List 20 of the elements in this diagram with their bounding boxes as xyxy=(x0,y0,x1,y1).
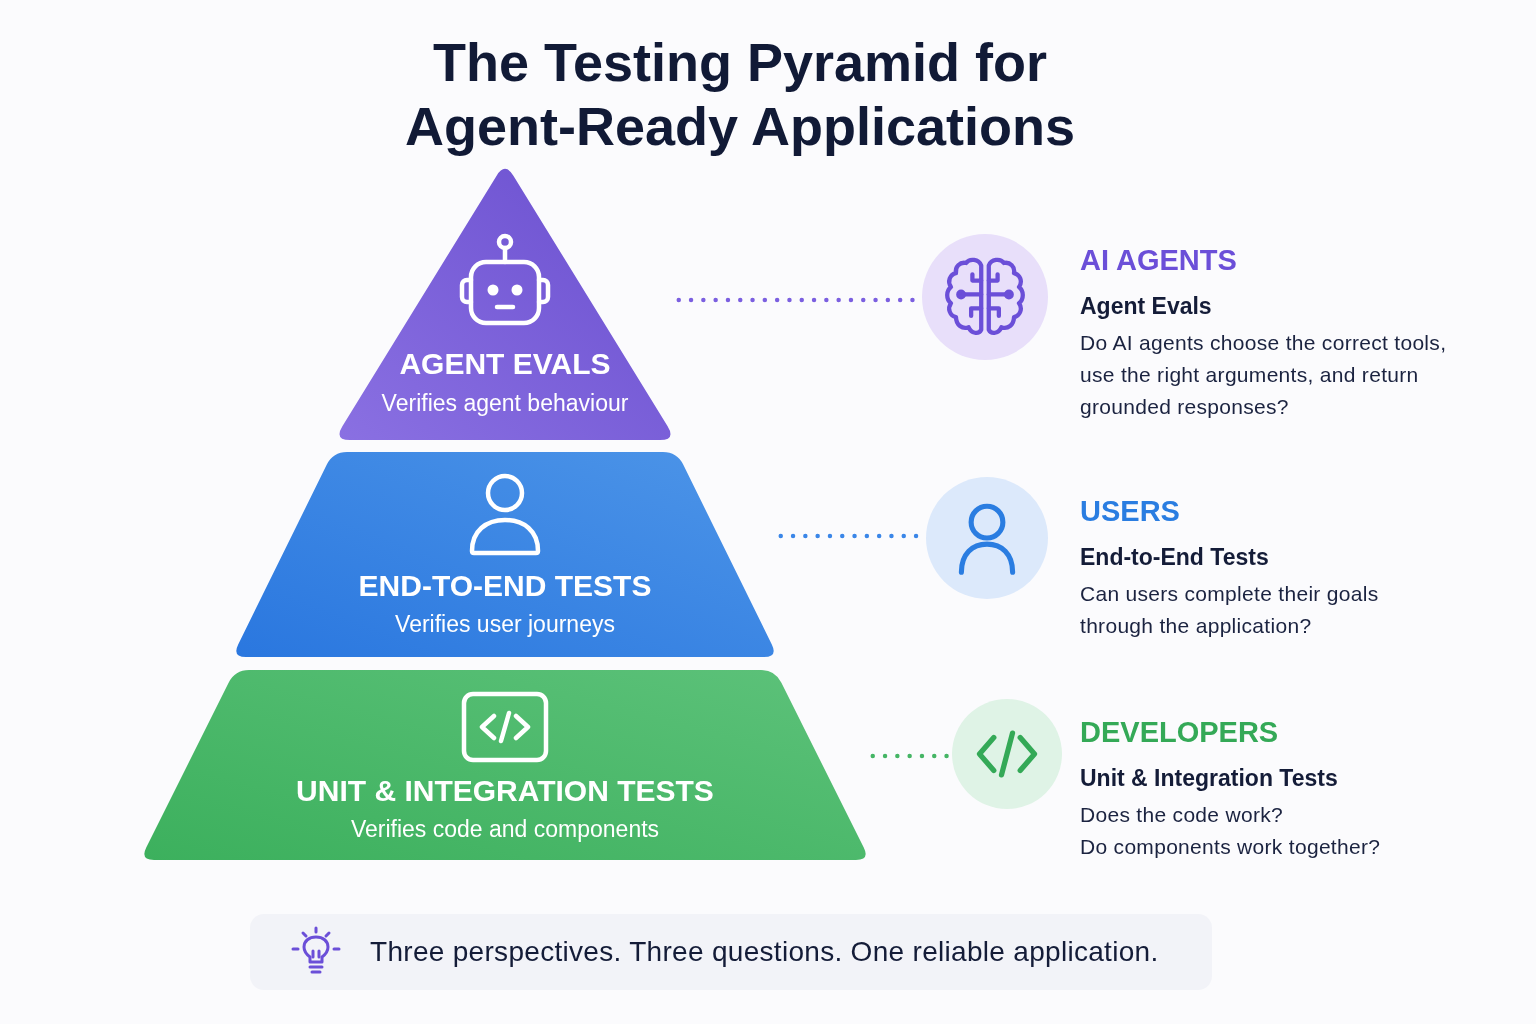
title: The Testing Pyramid for Agent-Ready Applications xyxy=(403,31,1077,158)
tier-title: END-TO-END TESTS xyxy=(358,568,652,604)
test-type-title: End-to-End Tests xyxy=(1080,543,1269,571)
tier-description: Verifies user journeys xyxy=(395,610,615,639)
tier-title: UNIT & INTEGRATION TESTS xyxy=(296,773,714,809)
summary-banner xyxy=(250,914,1212,990)
tagline: Three perspectives. Three questions. One reliable application. xyxy=(370,935,1159,969)
test-type-title: Agent Evals xyxy=(1080,292,1212,320)
question-text: Does the code work? xyxy=(1080,802,1283,828)
question-text: Do components work together? xyxy=(1080,834,1381,860)
tier-description: Verifies code and components xyxy=(350,815,660,844)
question-text: Can users complete their goals through the application? xyxy=(1080,581,1380,639)
tier-title: AGENT EVALS xyxy=(399,346,611,382)
tier-description: Verifies agent behaviour xyxy=(381,389,629,418)
question-text: Do AI agents choose the correct tools, use the right arguments, and return grounded responses? xyxy=(1080,330,1448,420)
category-heading: DEVELOPERS xyxy=(1080,715,1279,750)
dotted-connector xyxy=(870,753,952,759)
test-type-title: Unit & Integration Tests xyxy=(1080,764,1338,792)
category-heading: USERS xyxy=(1080,494,1180,529)
category-heading: AI AGENTS xyxy=(1080,243,1237,278)
